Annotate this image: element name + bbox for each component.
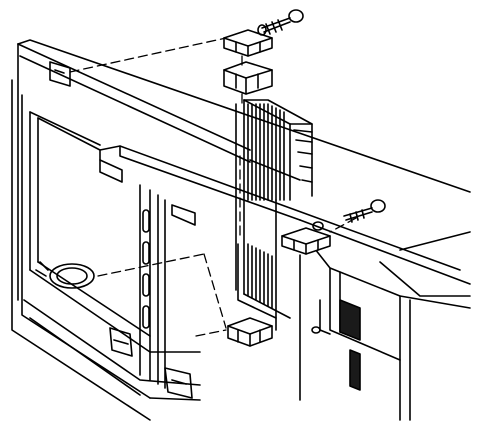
right-bolt bbox=[343, 199, 386, 223]
radiator-core bbox=[235, 99, 313, 331]
lower-insulator bbox=[227, 317, 273, 347]
upper-bolt bbox=[257, 9, 304, 36]
assembly-guide-lines bbox=[69, 37, 357, 337]
right-insulator-cap bbox=[281, 221, 331, 255]
upper-insulator-block bbox=[223, 61, 273, 95]
upper-insulator-cap bbox=[223, 29, 273, 57]
radiator-support-frame bbox=[11, 43, 251, 421]
